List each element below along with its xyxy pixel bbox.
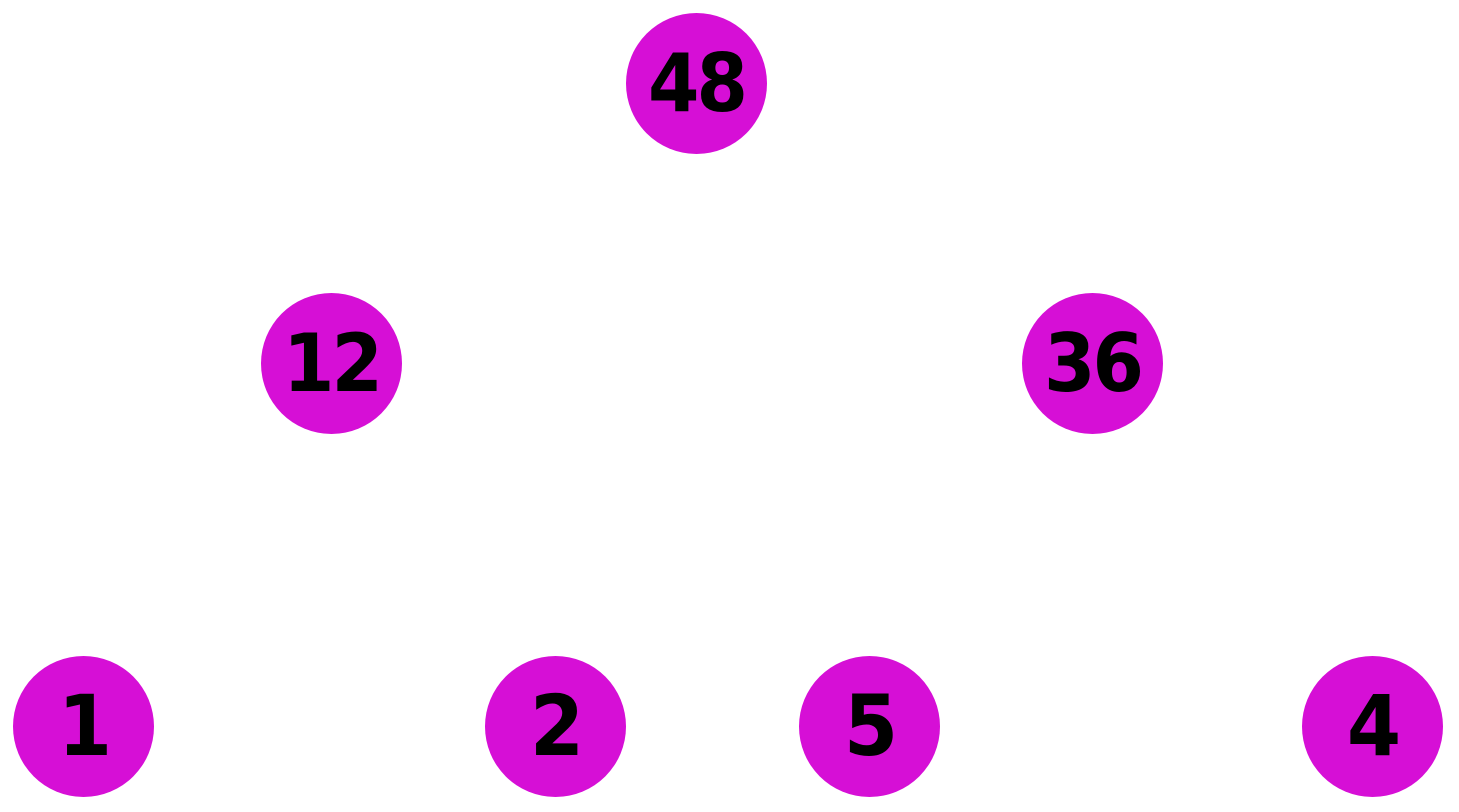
tree-node-root: 48 [626,13,767,154]
node-value: 36 [1044,317,1144,410]
node-value: 48 [648,37,748,130]
node-value: 2 [529,677,584,776]
tree-node-right: 36 [1022,293,1163,434]
tree-node-left: 12 [261,293,402,434]
node-value: 1 [57,677,112,776]
tree-node-leaf: 4 [1302,656,1443,797]
node-value: 4 [1346,677,1401,776]
tree-node-leaf: 2 [485,656,626,797]
node-value: 12 [283,317,383,410]
node-value: 5 [843,677,898,776]
tree-node-leaf: 1 [13,656,154,797]
tree-node-leaf: 5 [799,656,940,797]
